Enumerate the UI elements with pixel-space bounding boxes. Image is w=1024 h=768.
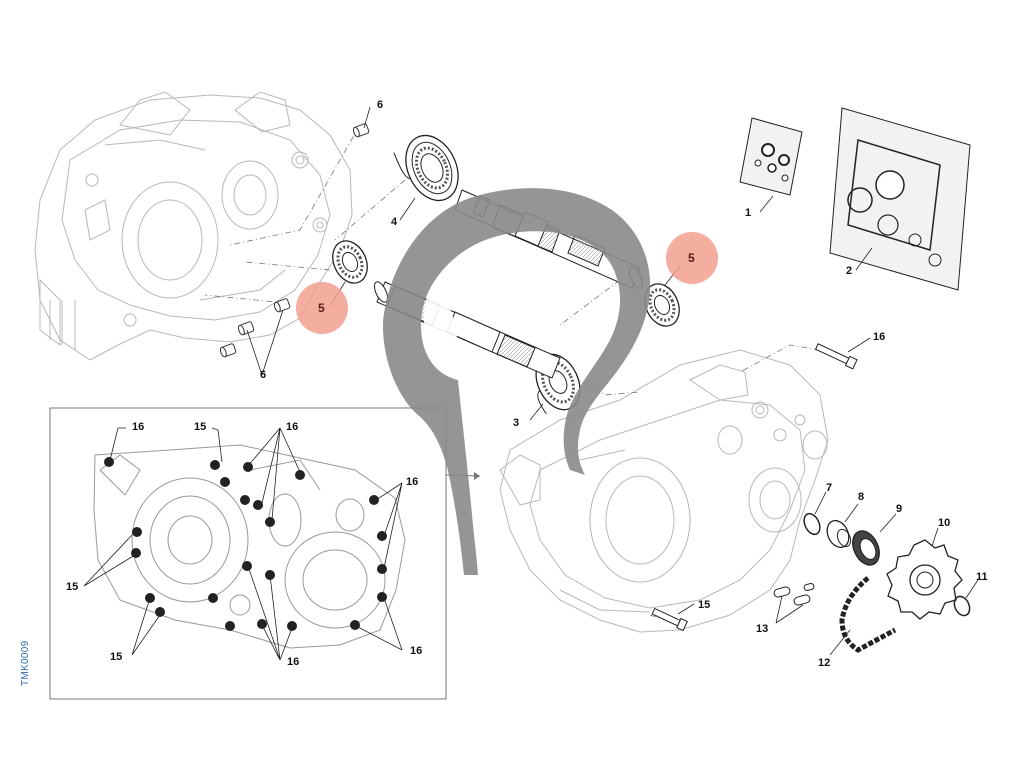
callout-9: 9	[896, 503, 902, 515]
callout-15-right: 15	[698, 599, 710, 611]
callout-3: 3	[513, 417, 519, 429]
inset-panel	[49, 407, 481, 700]
gasket-kit-2	[829, 107, 971, 291]
callout-4: 4	[391, 216, 398, 228]
inset-callout-16-bottomright: 16	[410, 645, 422, 657]
bolt-15	[651, 607, 688, 632]
inset-callout-16-bottom: 16	[287, 656, 299, 668]
callout-2: 2	[846, 265, 852, 277]
dowel-pin	[219, 343, 237, 358]
sprocket-10	[886, 539, 963, 620]
dowel-pin	[352, 123, 370, 138]
dowel-pin	[237, 321, 255, 336]
callout-11: 11	[976, 571, 988, 583]
callout-1: 1	[745, 207, 751, 219]
drawing-code: TMK0009	[20, 640, 31, 686]
callout-5-left: 5	[318, 301, 325, 315]
inset-leaders	[83, 427, 403, 661]
callout-16-right: 16	[873, 331, 885, 343]
callout-13: 13	[756, 623, 768, 635]
dowel-pin	[273, 298, 291, 313]
inset-callout-16-top: 16	[132, 421, 144, 433]
inset-callout-15-bottom: 15	[110, 651, 122, 663]
inset-callout-15-top: 15	[194, 421, 206, 433]
callout-6-top: 6	[377, 99, 383, 111]
bearing-4	[393, 134, 459, 202]
chain-12	[839, 576, 897, 653]
left-crankcase-half	[34, 91, 353, 361]
inset-bolt-holes	[104, 457, 387, 631]
elephant-head-logo	[382, 188, 651, 575]
gasket-kit-1	[739, 117, 803, 196]
callout-10: 10	[938, 517, 950, 529]
callout-5-right: 5	[688, 251, 695, 265]
bearing-5-left	[332, 240, 368, 284]
inset-callout-16-right: 16	[406, 476, 418, 488]
callout-12: 12	[818, 657, 830, 669]
inset-callout-15-left: 15	[66, 581, 78, 593]
callout-labels: 1 2 3 4 5 5 6 6 7 8 9 10 11 12 13 15 16 …	[66, 99, 988, 669]
highlight-part-5-left	[296, 282, 348, 334]
callout-7: 7	[826, 482, 832, 494]
oil-seal-9	[852, 530, 880, 566]
bearing-5-right	[644, 283, 680, 327]
right-crankcase-half	[499, 349, 829, 633]
chain-link-13	[773, 582, 815, 606]
callout-6-bottom: 6	[260, 369, 266, 381]
inset-callout-16-topright: 16	[286, 421, 298, 433]
spacer-8	[826, 519, 852, 549]
circlip-11	[953, 595, 971, 617]
dowel-pins	[219, 123, 370, 358]
callout-8: 8	[858, 491, 864, 503]
circlip-7	[803, 512, 821, 536]
bolt-16	[814, 343, 858, 370]
highlight-part-5-right	[666, 232, 718, 284]
